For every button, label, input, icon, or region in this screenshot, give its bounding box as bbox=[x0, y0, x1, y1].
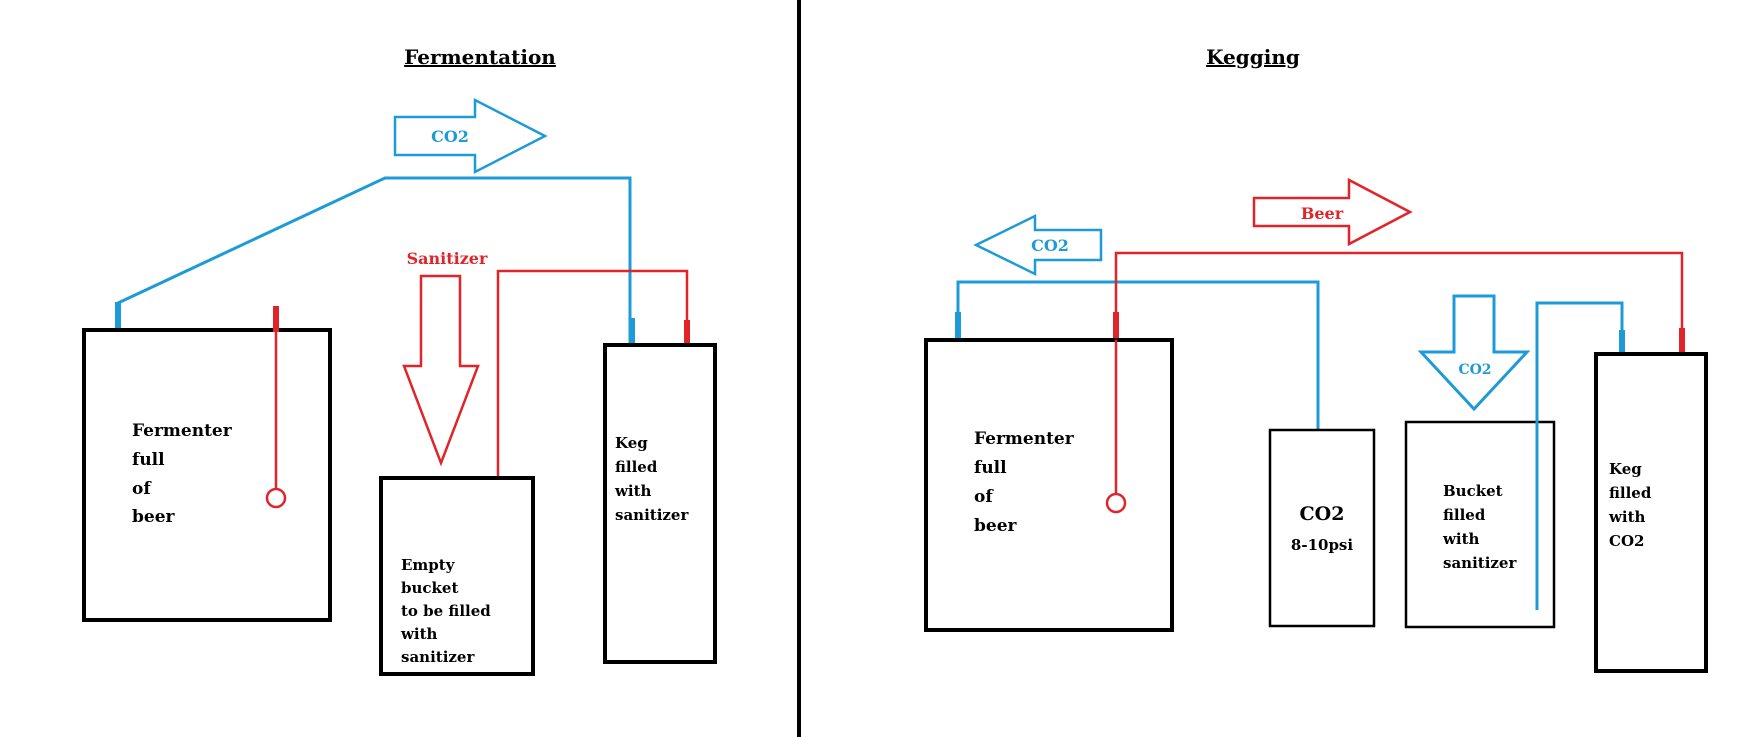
sanitizer-bucket-label: Bucket filled with sanitizer bbox=[1442, 482, 1517, 572]
co2-arrow-left: CO2 bbox=[973, 213, 1103, 277]
kegging-keg-box bbox=[1594, 352, 1708, 673]
co2-arrow-label: CO2 bbox=[431, 127, 469, 146]
kegging-title: Kegging bbox=[1206, 45, 1300, 69]
beer-arrow-right: Beer bbox=[1252, 177, 1413, 247]
fermenter-label: Fermenter full of beer bbox=[132, 421, 238, 527]
empty-bucket-box bbox=[379, 476, 535, 676]
fermentation-panel: Fermentation CO2 Sanitizer Fermenter ful… bbox=[82, 45, 717, 676]
keg-label: Keg filled with sanitizer bbox=[614, 434, 689, 524]
fermenter-box bbox=[82, 328, 332, 622]
sanitizer-label: Sanitizer bbox=[407, 249, 488, 268]
kegging-dip-tube-end bbox=[1105, 492, 1127, 514]
fermentation-title: Fermentation bbox=[404, 45, 556, 69]
co2-tube bbox=[117, 176, 632, 345]
kegging-keg-label: Keg filled with CO2 bbox=[1608, 460, 1657, 550]
beer-arrow-label: Beer bbox=[1301, 204, 1344, 223]
kegging-fermenter-box bbox=[924, 338, 1174, 632]
kegging-panel: Kegging CO2 Beer CO2 Ferment bbox=[924, 45, 1708, 673]
fermenter-dip-tube-end bbox=[265, 487, 287, 509]
co2-down-label: CO2 bbox=[1458, 362, 1491, 378]
co2-tank-pressure: 8-10psi bbox=[1291, 536, 1353, 554]
co2-tank-label: CO2 bbox=[1300, 503, 1345, 525]
co2-arrow-down: CO2 bbox=[1417, 294, 1531, 412]
co2-left-label: CO2 bbox=[1031, 236, 1069, 255]
sanitizer-arrow-down: Sanitizer bbox=[402, 249, 488, 467]
co2-arrow-right: CO2 bbox=[393, 97, 548, 175]
sanitizer-tube bbox=[496, 269, 689, 517]
kegging-fermenter-label: Fermenter full of beer bbox=[974, 429, 1080, 536]
keg-box bbox=[603, 343, 717, 664]
sanitizer-bucket-box bbox=[1404, 420, 1556, 629]
co2-tank-box bbox=[1268, 428, 1376, 628]
empty-bucket-label: Empty bucket to be filled with sanitizer bbox=[400, 556, 496, 666]
